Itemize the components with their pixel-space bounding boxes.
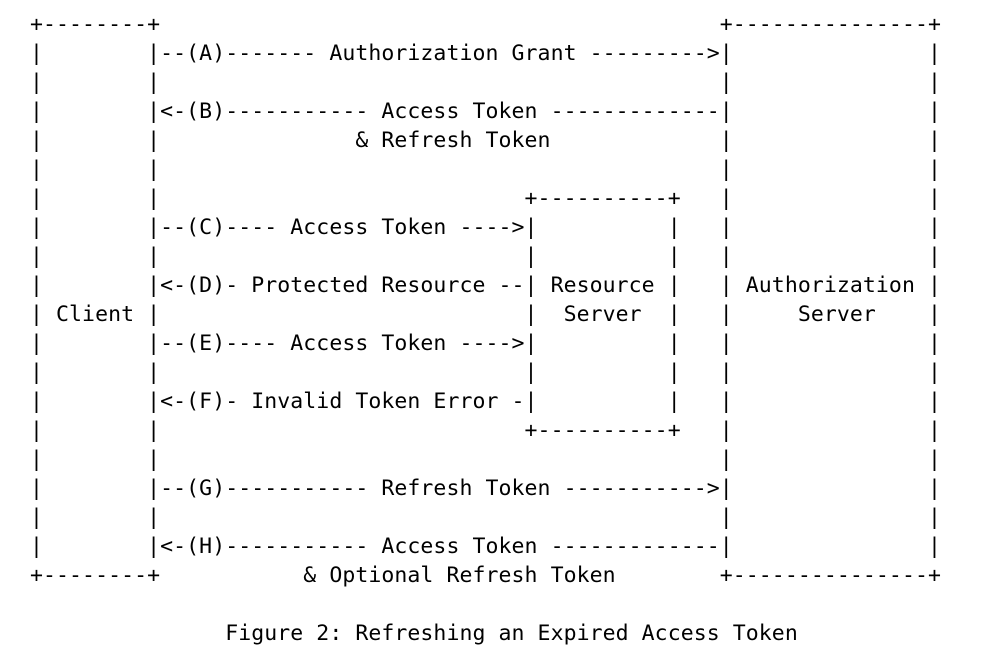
diagram-line-16: | | | | [30, 447, 941, 472]
caption-spacer [30, 590, 941, 619]
figure-caption: Figure 2: Refreshing an Expired Access T… [30, 621, 798, 646]
diagram-line-9: | | | | | | [30, 244, 941, 269]
diagram-line-5: | | & Refresh Token | | [30, 128, 941, 153]
diagram-line-2: | |--(A)------- Authorization Grant ----… [30, 41, 941, 66]
diagram-line-17: | |--(G)----------- Refresh Token ------… [30, 476, 941, 501]
diagram-line-1: +--------+ +---------------+ [30, 12, 941, 37]
oauth-refresh-flow-diagram: +--------+ +---------------+ | |--(A)----… [30, 12, 941, 646]
diagram-line-15: | | +----------+ | | [30, 418, 941, 443]
diagram-line-10: | |<-(D)- Protected Resource --| Resourc… [30, 273, 941, 298]
diagram-line-7: | | +----------+ | | [30, 186, 941, 211]
diagram-line-14: | |<-(F)- Invalid Token Error -| | | | [30, 389, 941, 414]
diagram-line-13: | | | | | | [30, 360, 941, 385]
diagram-line-12: | |--(E)---- Access Token ---->| | | | [30, 331, 941, 356]
diagram-line-11: | Client | | Server | | Server | [30, 302, 941, 327]
diagram-line-3: | | | | [30, 70, 941, 95]
diagram-line-8: | |--(C)---- Access Token ---->| | | | [30, 215, 941, 240]
diagram-line-4: | |<-(B)----------- Access Token -------… [30, 99, 941, 124]
diagram-line-6: | | | | [30, 157, 941, 182]
diagram-line-19: | |<-(H)----------- Access Token -------… [30, 534, 941, 559]
diagram-line-18: | | | | [30, 505, 941, 530]
diagram-line-20: +--------+ & Optional Refresh Token +---… [30, 563, 941, 588]
